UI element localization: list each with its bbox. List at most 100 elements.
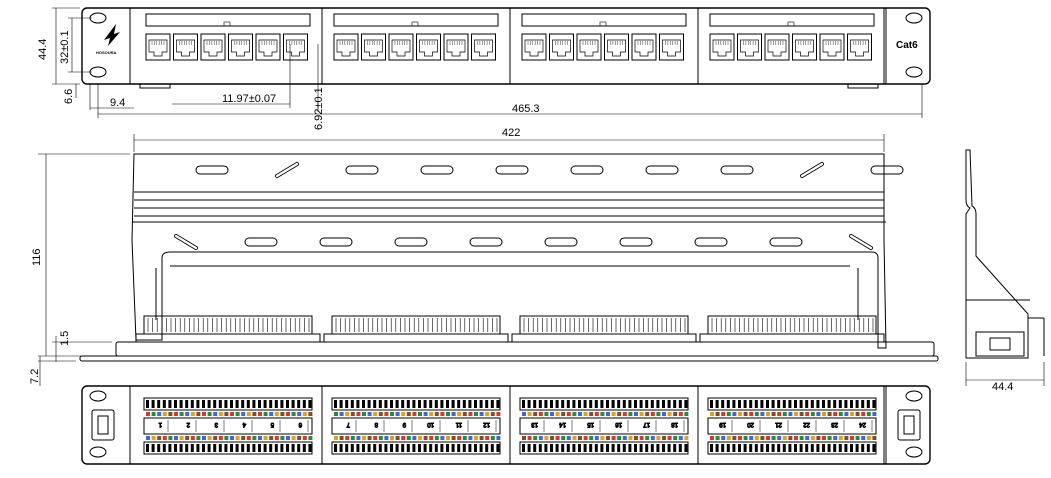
wire-mark (656, 412, 661, 416)
wire-mark (423, 412, 428, 416)
mount-hole-bottom-left (89, 66, 107, 78)
wire-mark (434, 412, 439, 416)
wire-mark (302, 412, 307, 416)
wire-mark (827, 412, 832, 416)
slot (319, 237, 353, 247)
side-view (965, 149, 1045, 359)
dim-side-height: 44.4 (992, 381, 1013, 393)
wire-mark (146, 412, 150, 416)
dim-mount-hole-spacing: 32±0.1 (59, 30, 71, 64)
wire-mark (844, 436, 849, 440)
panel-foot-right (847, 83, 879, 89)
port-number: 14 (559, 421, 566, 427)
top-view-slots (174, 162, 904, 250)
rj45-port (228, 33, 253, 61)
wire-mark (634, 436, 638, 440)
wire-mark (805, 412, 810, 416)
wire-mark (269, 436, 274, 440)
wire-mark (760, 412, 765, 416)
wire-mark (235, 412, 240, 416)
dim-port-offset: 6.92±0.1 (313, 87, 325, 130)
dim-hole-x-offset: 9.4 (110, 97, 125, 109)
idc-block (135, 315, 321, 343)
wire-mark (749, 436, 754, 440)
wire-mark (207, 436, 212, 440)
wire-mark (673, 412, 678, 416)
dim-depth: 116 (31, 248, 43, 266)
wire-mark (367, 436, 372, 440)
rj45-port (283, 33, 308, 61)
wire-mark (258, 412, 262, 416)
top-view-idc-blocks (135, 315, 885, 343)
category-label: Cat6 (896, 40, 918, 51)
wire-mark (566, 412, 571, 416)
wire-mark (628, 436, 633, 440)
wire-mark (805, 436, 810, 440)
wire-mark (350, 436, 355, 440)
wire-mark (190, 412, 195, 416)
wire-mark (485, 412, 490, 416)
rear-cable-clip-left (91, 409, 115, 441)
top-view (79, 153, 939, 362)
wire-mark (263, 412, 268, 416)
wire-mark (373, 436, 378, 440)
wire-mark (861, 436, 866, 440)
rj45-port (792, 33, 817, 61)
port-number: 19 (719, 421, 726, 427)
dim-panel-height: 44.4 (37, 39, 49, 60)
top-view-base-plate (115, 341, 935, 357)
wire-mark (822, 412, 826, 416)
slot (694, 237, 728, 247)
idc-block (699, 315, 885, 343)
port-number: 11 (455, 421, 462, 427)
wire-mark (650, 436, 655, 440)
rear-mount-hole-top-left (89, 390, 107, 402)
dim-bottom-offset: 7.2 (29, 369, 41, 384)
wire-mark (462, 436, 467, 440)
wire-mark (777, 436, 782, 440)
wire-mark (726, 412, 731, 416)
dim-inner-width: 422 (502, 127, 520, 139)
wire-mark (566, 436, 571, 440)
wire-mark (485, 436, 490, 440)
wire-mark (297, 412, 302, 416)
side-view-profile (965, 149, 1029, 359)
wire-mark (356, 412, 361, 416)
wire-mark (738, 436, 742, 440)
wire-mark (490, 412, 495, 416)
wire-mark (390, 436, 394, 440)
idc-block (511, 315, 697, 343)
wire-mark (196, 436, 201, 440)
wire-mark (578, 412, 582, 416)
front-view (81, 7, 931, 89)
wire-mark (462, 412, 467, 416)
wire-mark (600, 412, 605, 416)
wire-mark (280, 412, 285, 416)
rj45-port (200, 33, 226, 61)
wire-mark (406, 436, 411, 440)
wire-mark (362, 412, 366, 416)
wire-mark (594, 436, 599, 440)
dim-overall-width: 465.3 (512, 103, 540, 115)
wire-mark (157, 412, 162, 416)
wire-mark (280, 436, 285, 440)
wire-mark (611, 436, 616, 440)
wire-mark (468, 436, 473, 440)
wire-mark (667, 412, 672, 416)
top-dimensions (38, 134, 885, 386)
wire-mark (538, 436, 543, 440)
wire-mark (263, 436, 268, 440)
port-number: 9 (402, 421, 406, 427)
wire-mark (766, 436, 770, 440)
wire-mark (291, 412, 296, 416)
port-number: 16 (615, 421, 622, 427)
wire-mark (384, 436, 389, 440)
port-number: 4 (242, 421, 246, 427)
wire-mark (496, 412, 501, 416)
wire-mark (749, 412, 754, 416)
front-port-modules (145, 8, 887, 84)
wire-mark (291, 436, 296, 440)
